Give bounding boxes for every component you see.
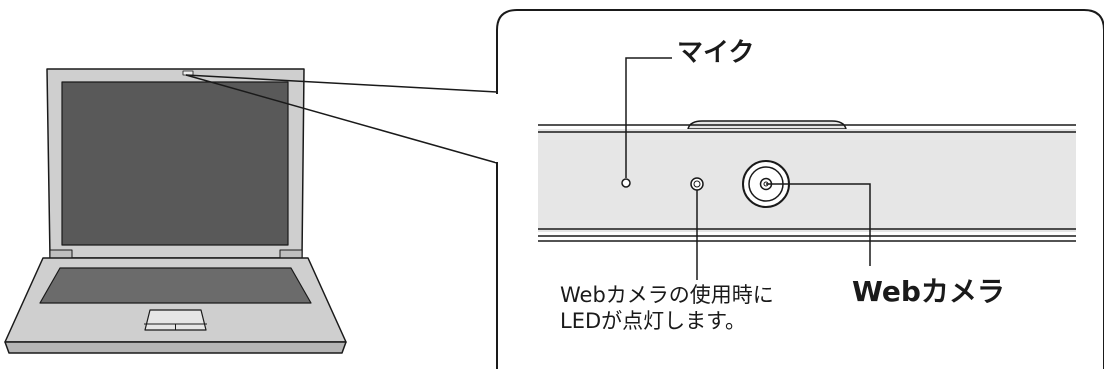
bezel-strip	[538, 129, 1076, 232]
leader-lines	[625, 57, 871, 280]
laptop-illustration	[4, 68, 347, 354]
webcam-label: Webカメラ	[852, 275, 1005, 308]
hinge-right	[279, 249, 303, 259]
microphone-label: マイク	[677, 38, 755, 68]
hinge-left	[49, 249, 73, 259]
pointer-line-upper	[185, 74, 498, 93]
laptop-screen	[61, 81, 289, 246]
callout-box	[496, 9, 1104, 369]
led-indicator-inner	[693, 180, 701, 188]
pointer-line-lower	[185, 74, 498, 164]
callout-pointer	[185, 74, 498, 164]
microphone-hole	[621, 178, 631, 188]
led-description-line1: Webカメラの使用時に	[560, 283, 774, 307]
microphone-leader	[625, 57, 672, 178]
keyboard	[39, 267, 312, 304]
led-description-line2: LEDが点灯します。	[560, 309, 747, 333]
bezel-zoom	[538, 120, 1076, 242]
led-description: Webカメラの使用時に LEDが点灯します。	[560, 282, 774, 334]
webcam-leader	[766, 183, 871, 266]
laptop-base-edge	[4, 341, 347, 354]
touchpad	[144, 309, 207, 331]
